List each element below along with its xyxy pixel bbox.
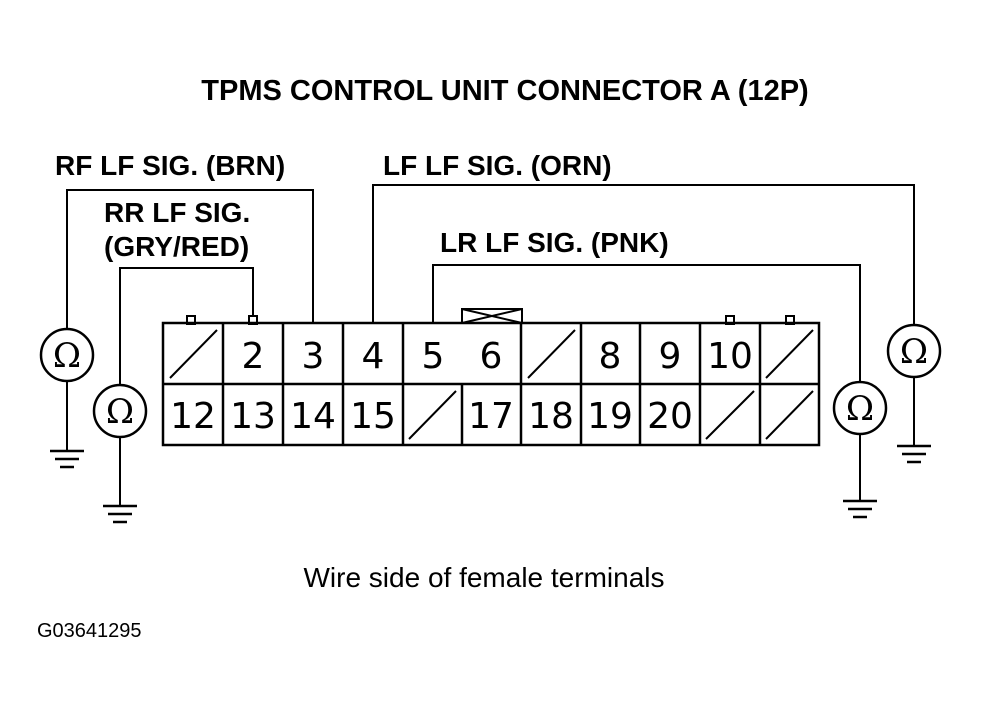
omega-icon: Ω [53,336,81,376]
ground-lr [843,434,877,519]
pin-12: 12 [170,396,216,437]
pin-15: 15 [350,396,396,437]
ohmmeter-lr: Ω [832,380,888,436]
pin-14: 14 [290,396,336,437]
omega-icon: Ω [846,389,874,429]
wire-rf [66,189,314,330]
figure-code: G03641295 [37,620,142,642]
pin-6: 6 [480,336,503,377]
diagram-title: TPMS CONTROL UNIT CONNECTOR A (12P) [201,75,808,107]
ground-lf [897,377,931,464]
pin-4: 4 [362,336,385,377]
pin-20: 20 [647,396,693,437]
ohmmeter-rf: Ω [39,327,95,383]
wire-label-rr-line2: (GRY/RED) [104,231,249,262]
omega-icon: Ω [106,392,134,432]
wire-label-lf: LF LF SIG. (ORN) [383,150,612,181]
ground-rr [103,437,137,524]
pin-18: 18 [528,396,574,437]
wire-label-rr-line1: RR LF SIG. [104,197,250,228]
ground-rf [50,381,84,469]
pin-19: 19 [587,396,633,437]
connector-body [161,321,821,447]
pin-10: 10 [707,336,753,377]
pin-2: 2 [242,336,265,377]
connector-key [461,308,523,324]
wire-label-rf: RF LF SIG. (BRN) [55,150,285,181]
pin-13: 13 [230,396,276,437]
pin-3: 3 [302,336,325,377]
unused-cavities [169,329,814,440]
wire-label-lr: LR LF SIG. (PNK) [440,227,669,258]
pin-5: 5 [422,336,445,377]
wire-lf [372,184,915,325]
wire-rr [119,267,254,386]
ohmmeter-lf: Ω [886,323,942,379]
pin-9: 9 [659,336,682,377]
ohmmeter-rr: Ω [92,383,148,439]
omega-icon: Ω [900,332,928,372]
pin-8: 8 [599,336,622,377]
diagram-caption: Wire side of female terminals [303,562,664,593]
pin-row-bottom: 12 13 14 15 17 18 19 20 [170,396,693,437]
wire-lr [432,264,861,383]
pin-17: 17 [468,396,514,437]
